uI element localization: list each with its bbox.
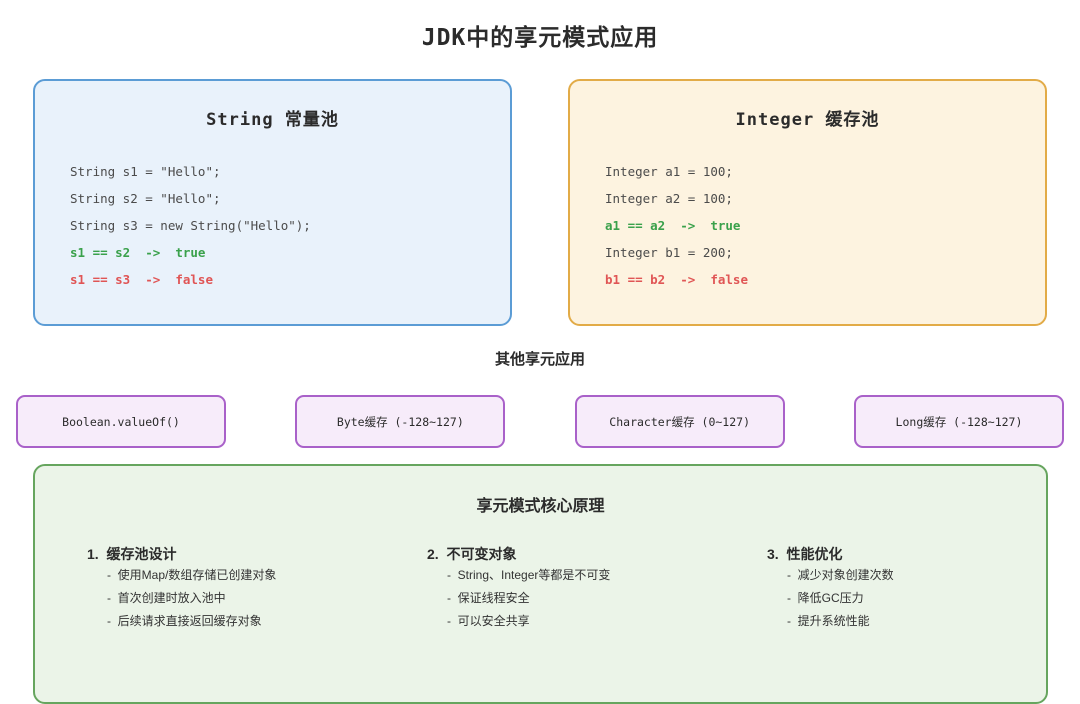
integer-pool-title: Integer 缓存池 xyxy=(735,110,880,130)
principle-heading: 2. 不可变对象 xyxy=(427,546,517,562)
code-line: String s2 = "Hello"; xyxy=(70,191,221,206)
code-line-result-false: s1 == s3 -> false xyxy=(70,272,213,287)
principle-item: - 保证线程安全 xyxy=(447,591,530,605)
principle-item: - 首次创建时放入池中 xyxy=(107,591,226,605)
principle-item: - 降低GC压力 xyxy=(787,591,864,605)
integer-pool-box: Integer 缓存池 Integer a1 = 100; Integer a2… xyxy=(568,79,1047,326)
principle-col-immutable-objects: 2. 不可变对象 - String、Integer等都是不可变 - 保证线程安全… xyxy=(427,544,767,633)
principle-item: - 提升系统性能 xyxy=(787,614,870,628)
principle-item: - 使用Map/数组存储已创建对象 xyxy=(107,568,277,582)
code-line-result-false: b1 == b2 -> false xyxy=(605,272,748,287)
principle-heading: 1. 缓存池设计 xyxy=(87,546,177,562)
integer-pool-code: Integer a1 = 100; Integer a2 = 100; a1 =… xyxy=(570,158,1045,293)
boolean-valueof-box: Boolean.valueOf() xyxy=(16,395,226,448)
string-pool-code: String s1 = "Hello"; String s2 = "Hello"… xyxy=(35,158,510,293)
byte-cache-box: Byte缓存 (-128~127) xyxy=(295,395,506,448)
core-principles-title: 享元模式核心原理 xyxy=(476,498,605,515)
other-applications-label: 其他享元应用 xyxy=(494,351,585,368)
pool-row: String 常量池 String s1 = "Hello"; String s… xyxy=(0,79,1080,326)
principle-heading: 3. 性能优化 xyxy=(767,546,843,562)
string-pool-title: String 常量池 xyxy=(206,110,339,130)
code-line: String s1 = "Hello"; xyxy=(70,164,221,179)
core-principles-box: 享元模式核心原理 1. 缓存池设计 - 使用Map/数组存储已创建对象 - 首次… xyxy=(33,464,1048,704)
character-cache-box: Character缓存 (0~127) xyxy=(574,395,785,448)
code-line: Integer a1 = 100; xyxy=(605,164,733,179)
principle-item: - String、Integer等都是不可变 xyxy=(447,568,611,582)
principle-col-cache-design: 1. 缓存池设计 - 使用Map/数组存储已创建对象 - 首次创建时放入池中 -… xyxy=(87,544,427,633)
code-line: Integer a2 = 100; xyxy=(605,191,733,206)
string-pool-box: String 常量池 String s1 = "Hello"; String s… xyxy=(33,79,512,326)
code-line-result-true: s1 == s2 -> true xyxy=(70,245,206,260)
code-line: String s3 = new String("Hello"); xyxy=(70,218,311,233)
principles-columns: 1. 缓存池设计 - 使用Map/数组存储已创建对象 - 首次创建时放入池中 -… xyxy=(35,544,1046,633)
principle-item: - 后续请求直接返回缓存对象 xyxy=(107,614,262,628)
long-cache-box: Long缓存 (-128~127) xyxy=(853,395,1064,448)
flyweight-diagram: JDK中的享元模式应用 String 常量池 String s1 = "Hell… xyxy=(0,25,1080,704)
other-applications-row: Boolean.valueOf() Byte缓存 (-128~127) Char… xyxy=(0,395,1080,448)
principle-item: - 减少对象创建次数 xyxy=(787,568,894,582)
principle-col-performance: 3. 性能优化 - 减少对象创建次数 - 降低GC压力 - 提升系统性能 xyxy=(767,544,1080,633)
code-line: Integer b1 = 200; xyxy=(605,245,733,260)
page-title: JDK中的享元模式应用 xyxy=(421,25,659,51)
principle-item: - 可以安全共享 xyxy=(447,614,530,628)
code-line-result-true: a1 == a2 -> true xyxy=(605,218,741,233)
